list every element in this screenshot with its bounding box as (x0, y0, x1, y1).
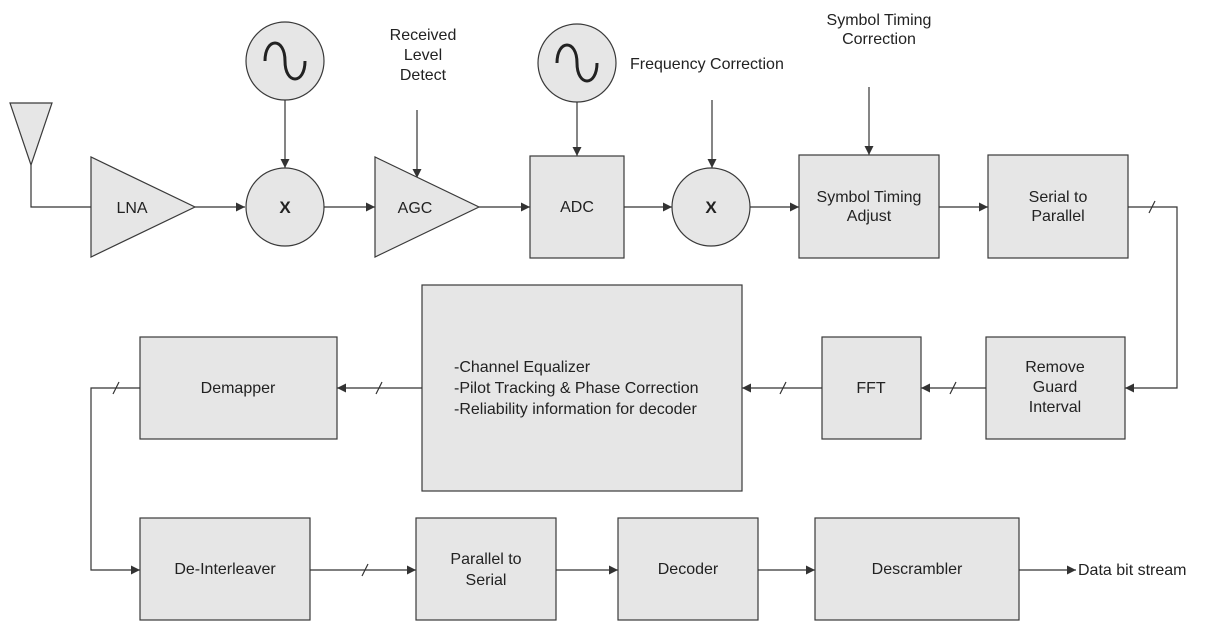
deinterleaver-block: De-Interleaver (139, 517, 311, 621)
remove-guard-line-1: Remove (1025, 359, 1085, 376)
received-level-line-2: Level (404, 47, 442, 64)
parallel-to-serial-line-1: Parallel to (450, 551, 521, 568)
parallel-to-serial-block: Parallel to Serial (415, 517, 557, 621)
data-bit-stream-label: Data bit stream (1078, 562, 1186, 579)
adc-block: ADC (529, 155, 625, 259)
mixer-2: X (671, 167, 751, 247)
descrambler-label: Descrambler (872, 561, 963, 578)
bus-slash-mark (361, 563, 369, 577)
symbol-timing-adjust-line-2: Adjust (847, 208, 892, 225)
received-level-line-3: Detect (400, 67, 447, 84)
lna-block: LNA (90, 156, 197, 258)
mixer-1-label: X (279, 198, 291, 217)
frequency-correction-label: Frequency Correction (630, 56, 784, 73)
equalizer-line-2: -Pilot Tracking & Phase Correction (454, 380, 699, 397)
agc-label: AGC (398, 200, 433, 217)
demapper-label: Demapper (201, 380, 276, 397)
lna-label: LNA (116, 200, 147, 217)
demapper-block: Demapper (139, 336, 338, 440)
local-oscillator-1 (245, 21, 325, 101)
bus-slash-mark (375, 381, 383, 395)
arrow-s2p-to-remove-guard (1125, 206, 1178, 393)
remove-guard-line-3: Interval (1029, 399, 1081, 416)
equalizer-line-3: -Reliability information for decoder (454, 401, 697, 418)
arrow-demapper-to-deinterleaver (90, 387, 140, 575)
sine-wave-icon (555, 43, 599, 83)
bus-slash-mark (779, 381, 787, 395)
deinterleaver-label: De-Interleaver (174, 561, 276, 578)
antenna-icon (9, 102, 91, 208)
bus-slash-mark (112, 381, 120, 395)
mixer-1: X (245, 167, 325, 247)
bus-slash-mark (949, 381, 957, 395)
fft-label: FFT (856, 380, 886, 397)
symbol-timing-adjust-block: Symbol Timing Adjust (798, 154, 940, 259)
descrambler-block: Descrambler (814, 517, 1020, 621)
serial-to-parallel-line-2: Parallel (1031, 208, 1084, 225)
agc-block: AGC (374, 156, 481, 258)
serial-to-parallel-block: Serial to Parallel (987, 154, 1129, 259)
fft-block: FFT (821, 336, 922, 440)
adc-label: ADC (560, 199, 594, 216)
mixer-2-label: X (705, 198, 717, 217)
symbol-timing-adjust-line-1: Symbol Timing (817, 189, 922, 206)
received-level-line-1: Received (390, 27, 457, 44)
channel-equalizer-block: -Channel Equalizer -Pilot Tracking & Pha… (421, 284, 743, 492)
parallel-to-serial-line-2: Serial (466, 572, 507, 589)
local-oscillator-2 (537, 23, 617, 103)
symbol-timing-correction-line-2: Correction (842, 31, 916, 48)
decoder-label: Decoder (658, 561, 719, 578)
decoder-block: Decoder (617, 517, 759, 621)
equalizer-line-1: -Channel Equalizer (454, 359, 591, 376)
remove-guard-interval-block: Remove Guard Interval (985, 336, 1126, 440)
sine-wave-icon (263, 41, 307, 81)
serial-to-parallel-line-1: Serial to (1029, 189, 1088, 206)
remove-guard-line-2: Guard (1033, 379, 1077, 396)
symbol-timing-correction-line-1: Symbol Timing (827, 12, 932, 29)
bus-slash-mark (1148, 200, 1156, 214)
